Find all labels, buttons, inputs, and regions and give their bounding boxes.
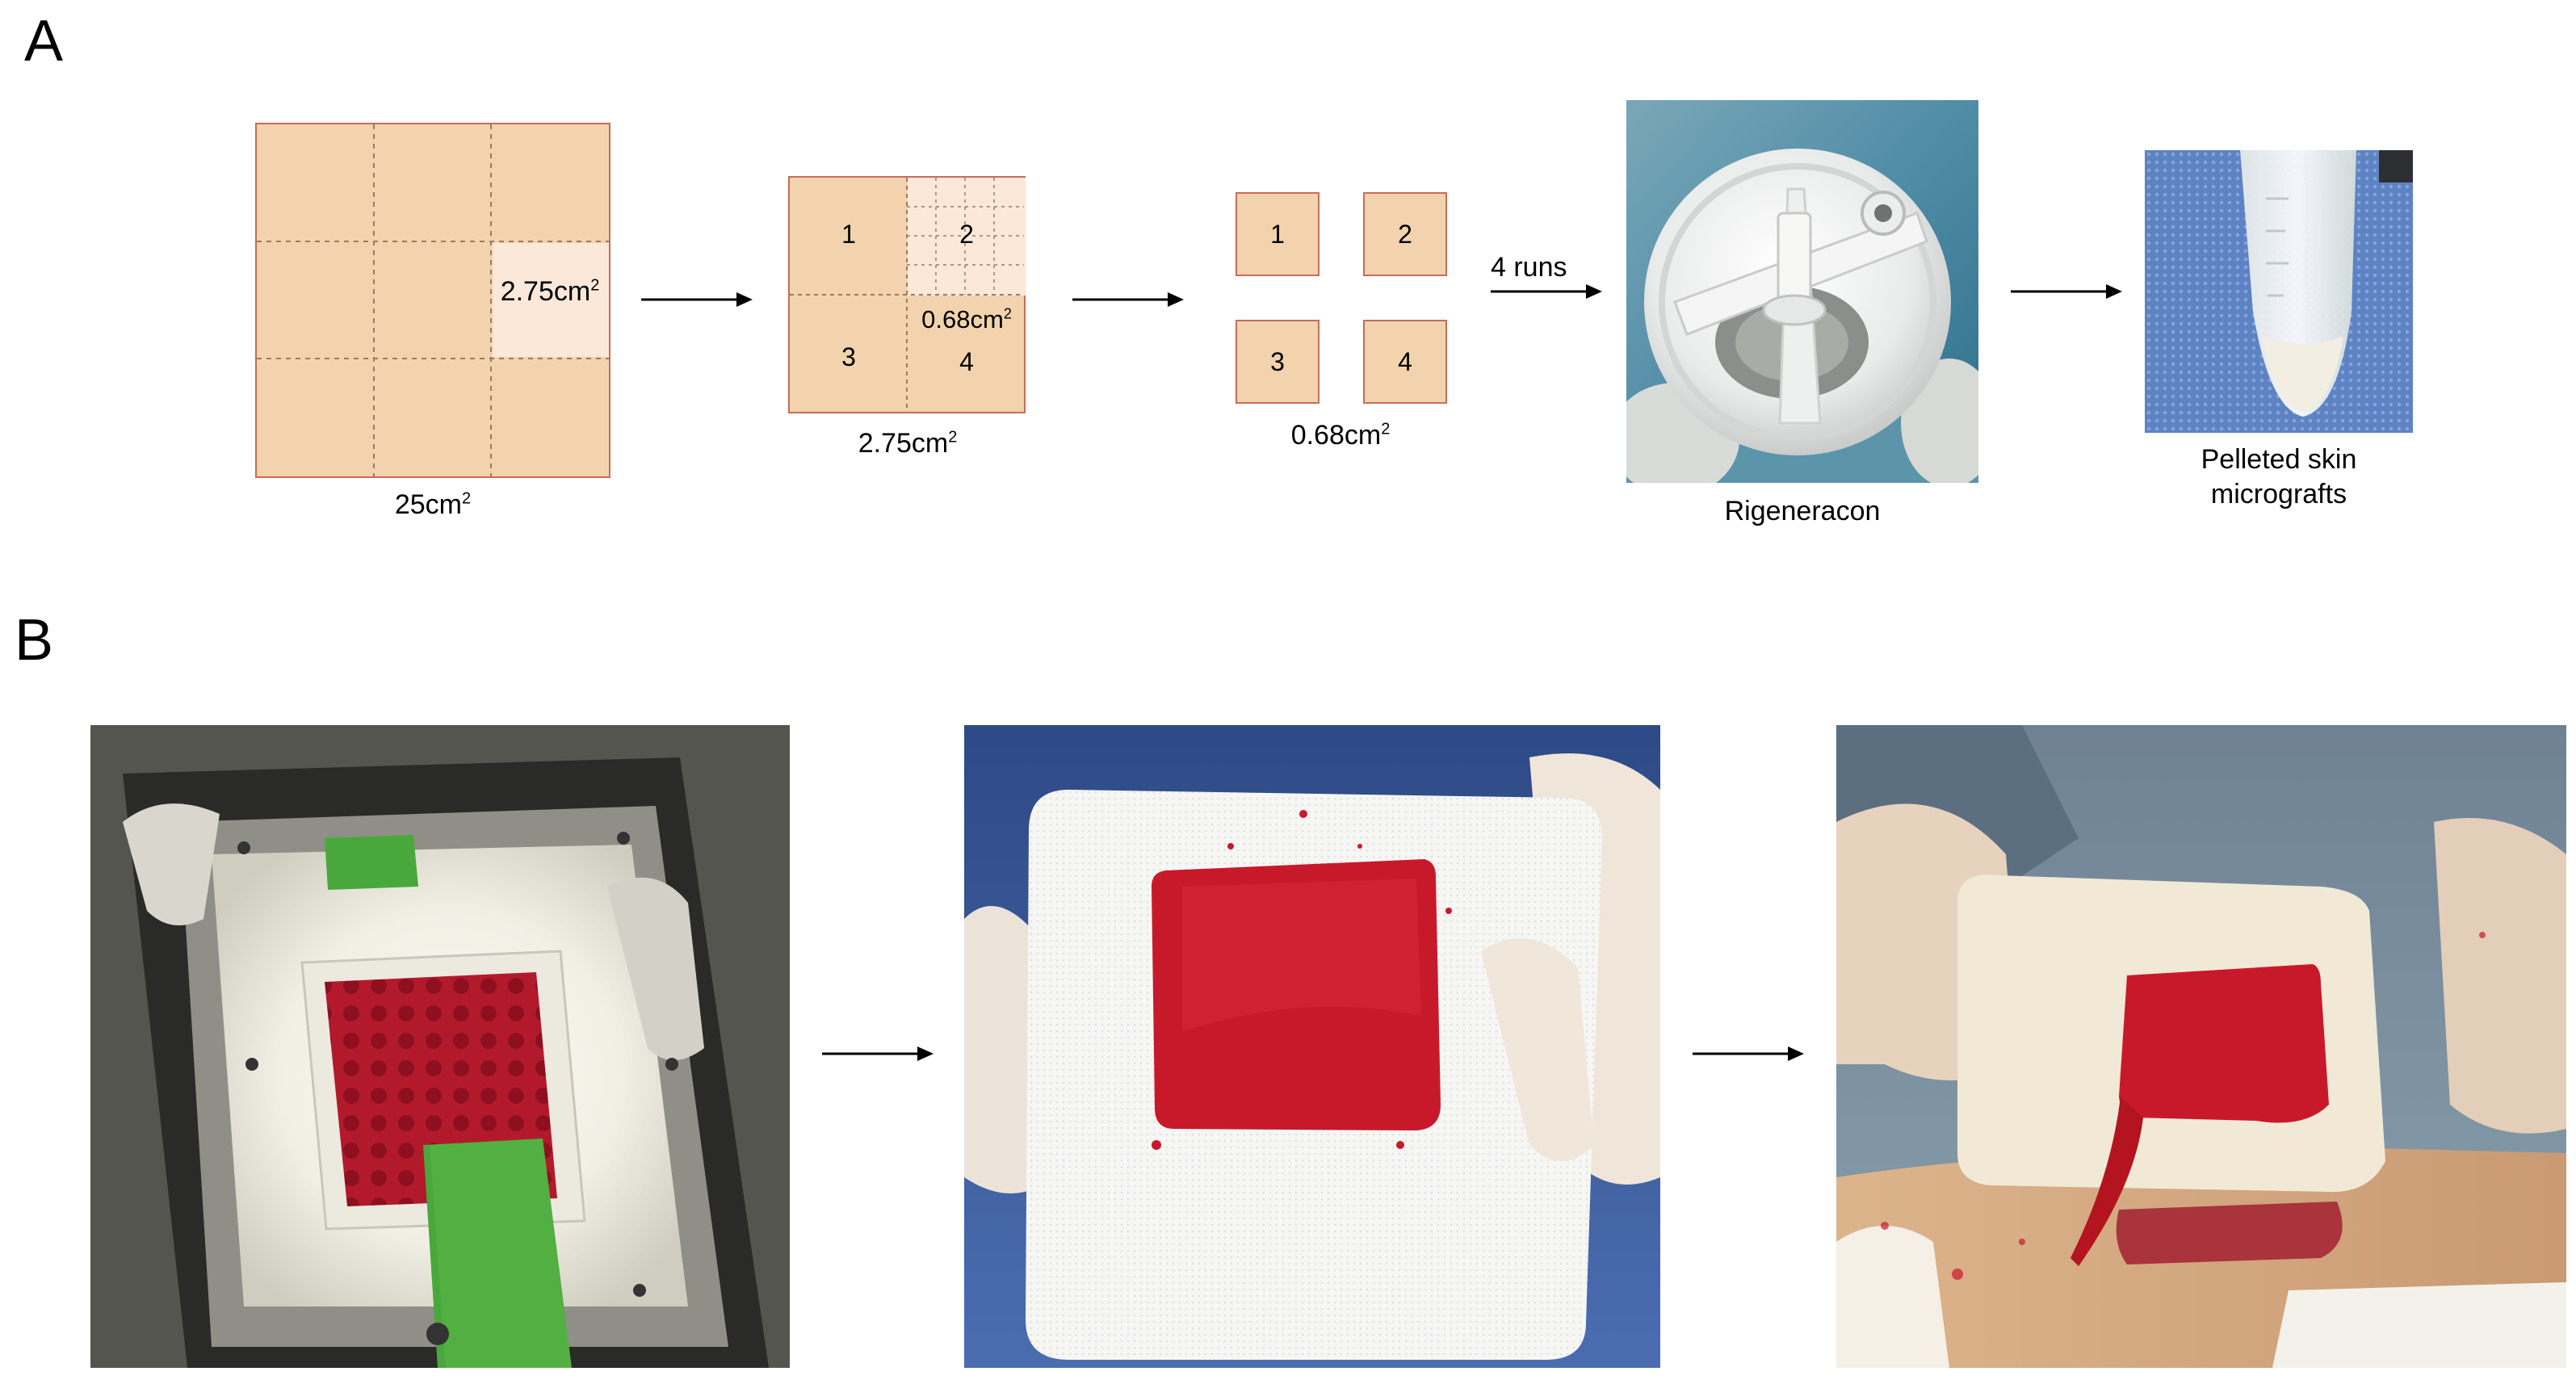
quadrant-3-number: 3 <box>841 342 856 371</box>
quadrant-2-number: 2 <box>959 220 974 249</box>
lightbox-graft-photo <box>90 725 790 1368</box>
small-square-4: 4 <box>1363 320 1447 404</box>
pelleted-micrografts-tube-photo <box>2145 150 2413 433</box>
highlight-label: 2.75cm2 <box>500 276 600 307</box>
tissue-square-2-75cm2: 1 2 3 4 0.68cm2 <box>788 176 1026 413</box>
graft-application-photo <box>1836 725 2566 1368</box>
rigeneracon-device-photo <box>1626 100 1978 483</box>
sub-square-label: 0.68cm2 <box>921 305 1012 333</box>
highlight-cell <box>493 243 609 357</box>
label-2-75cm2: 2.75cm2 <box>858 428 958 459</box>
quadrant-4-number: 4 <box>959 347 974 376</box>
tube-caption-line-1: Pelleted skin <box>2201 444 2357 475</box>
grid-lines <box>257 124 609 476</box>
small-square-2: 2 <box>1363 192 1447 276</box>
quadrant-1-number: 1 <box>841 220 856 249</box>
tube-caption: Pelleted skin micrografts <box>2150 442 2408 511</box>
arrow-1 <box>641 292 753 307</box>
arrow-b1 <box>822 1046 933 1061</box>
label-4-runs: 4 runs <box>1491 252 1567 283</box>
small-square-3: 3 <box>1236 320 1319 404</box>
device-caption: Rigeneracon <box>1724 496 1881 526</box>
label-0-68cm2: 0.68cm2 <box>1290 420 1391 451</box>
small-square-1-number: 1 <box>1270 220 1285 249</box>
panel-label-b: B <box>15 608 54 673</box>
arrow-3 <box>1491 284 1602 299</box>
arrow-b2 <box>1693 1046 1804 1061</box>
graft-on-foam-photo <box>964 725 1660 1368</box>
quadrant-lines <box>790 178 1024 412</box>
arrow-2 <box>1072 292 1184 307</box>
small-square-2-number: 2 <box>1398 220 1412 249</box>
label-25cm2: 25cm2 <box>394 489 472 520</box>
small-square-1: 1 <box>1236 192 1319 276</box>
panel-label-a: A <box>24 9 64 73</box>
arrow-4 <box>2011 284 2122 299</box>
tube-caption-line-2: micrografts <box>2210 478 2347 510</box>
quadrant-2-highlight <box>908 178 1026 296</box>
tissue-square-25cm2: 2.75cm2 <box>255 123 610 478</box>
small-square-4-number: 4 <box>1398 347 1412 376</box>
small-square-3-number: 3 <box>1270 347 1285 376</box>
